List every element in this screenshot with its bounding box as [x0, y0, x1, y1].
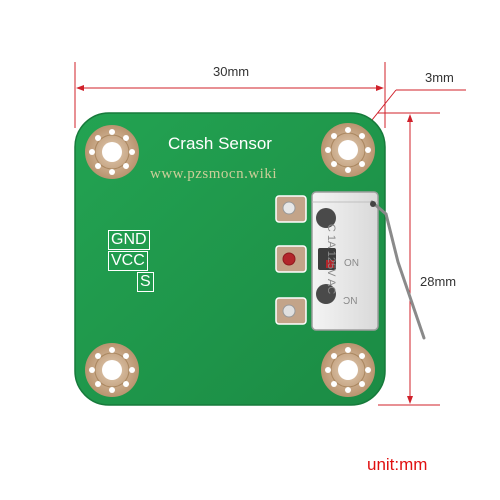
pcb-board [74, 112, 386, 406]
solder-pad-3 [275, 297, 307, 325]
mounting-hole-bottom-left [85, 343, 139, 397]
pin-label-vcc: VCC [108, 251, 148, 271]
mounting-hole-top-right [321, 123, 375, 177]
unit-note: unit:mm [367, 455, 428, 474]
pin-label-s: S [137, 272, 154, 292]
micro-switch [311, 191, 426, 340]
switch-marking-nc: NC [343, 294, 358, 305]
pin-label-gnd: GND [108, 230, 150, 250]
height-dimension [378, 112, 440, 406]
height-label: 28mm [420, 274, 457, 289]
width-label: 30mm [213, 64, 250, 79]
mounting-hole-top-left [85, 125, 139, 179]
switch-marking-rating: C 1A 125V AC [325, 223, 338, 295]
hole-diameter-label: 3mm [425, 70, 454, 85]
switch-marking-no: NO [344, 256, 359, 267]
solder-pad-2 [275, 245, 307, 273]
watermark-text: www.pzsmocn.wiki [150, 166, 278, 182]
board-title: Crash Sensor [168, 134, 272, 153]
mounting-hole-bottom-right [321, 343, 375, 397]
solder-pad-1 [275, 195, 307, 223]
width-dimension [74, 62, 386, 128]
